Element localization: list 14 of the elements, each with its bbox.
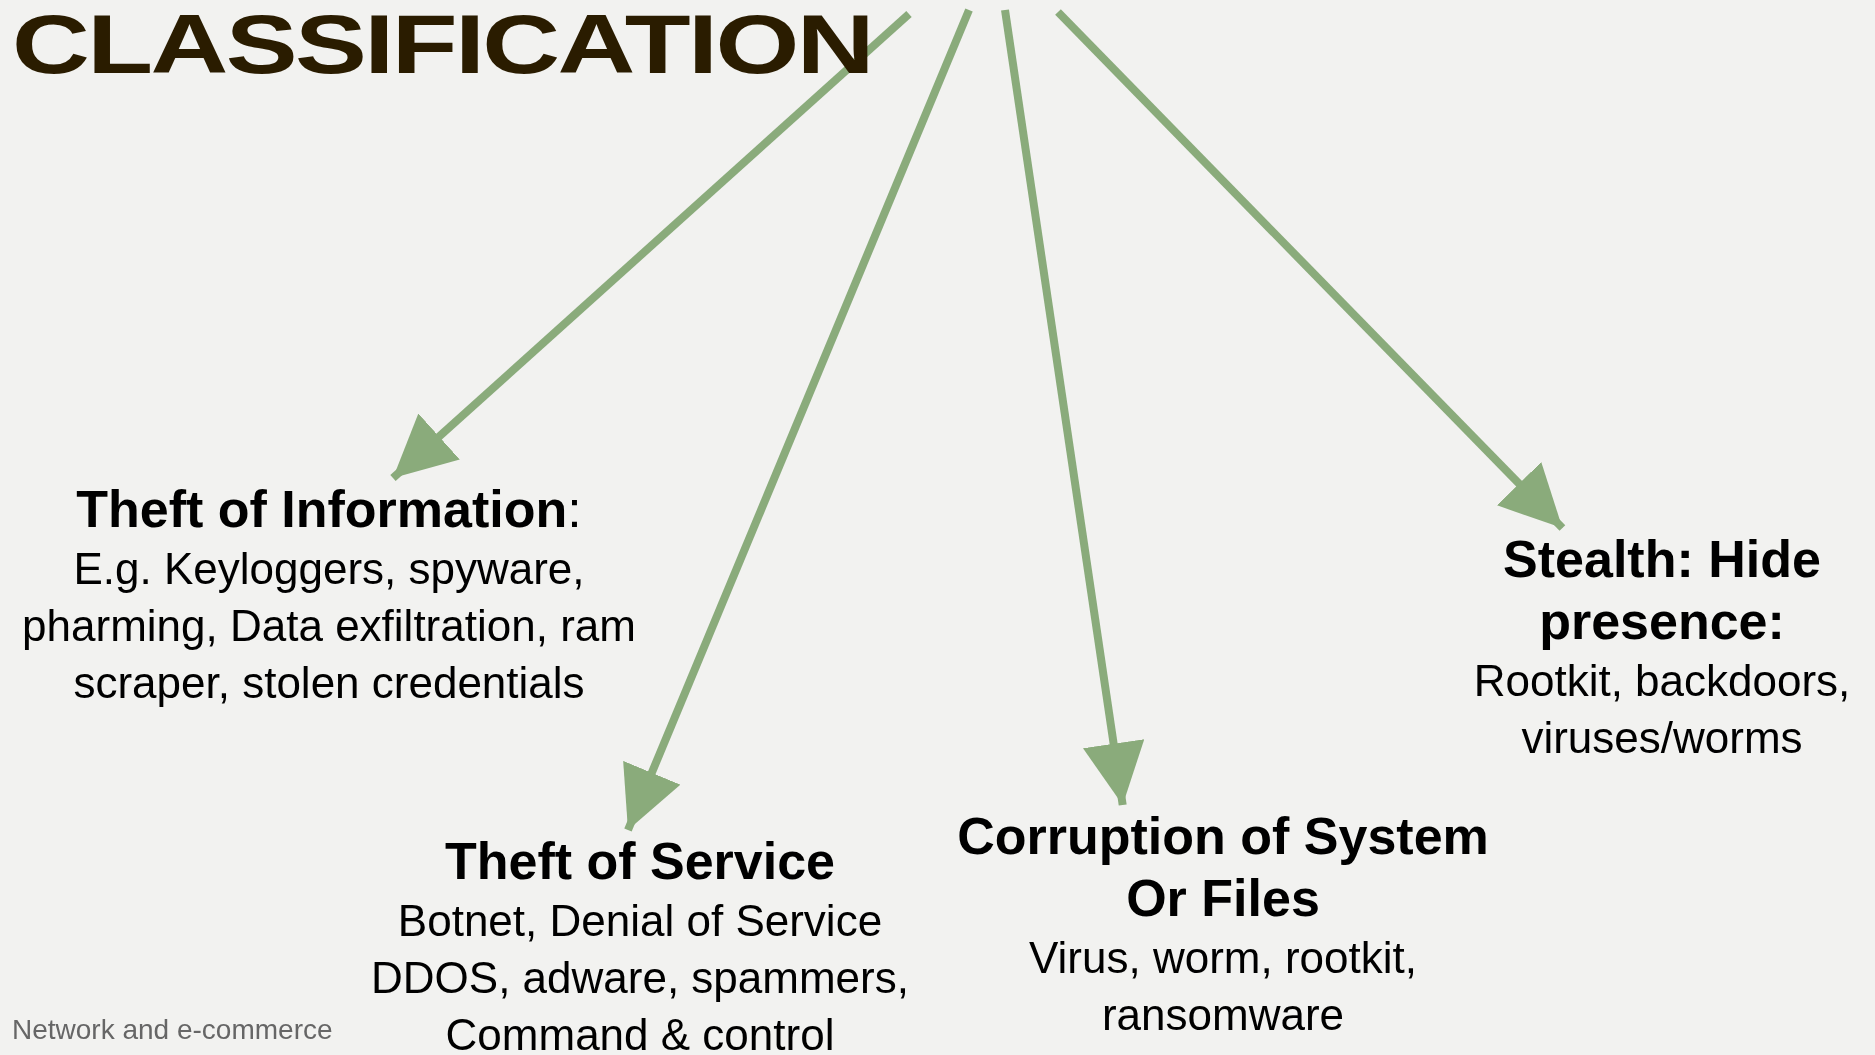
examples-text: E.g. Keyloggers, spyware, pharming, Data exfiltration, ram scraper, stolen credentials <box>21 543 637 709</box>
title: CLASSIFICATION <box>12 2 872 86</box>
category-heading: Stealth: Hide presence: <box>1502 529 1822 652</box>
category-heading: Corruption of System Or Files <box>956 806 1490 929</box>
examples-text: Rootkit, backdoors, viruses/worms <box>1472 655 1852 764</box>
arrow <box>390 11 912 481</box>
category-heading: Theft of Information: <box>75 479 583 540</box>
arrow <box>623 8 973 832</box>
arrow <box>1055 9 1566 531</box>
arrow <box>1001 9 1145 806</box>
examples-text: Virus, worm, rootkit, ransomware <box>1028 932 1418 1041</box>
footer-text: Network and e-commerce <box>12 1014 333 1046</box>
examples-text: Botnet, Denial of Service DDOS, adware, spammers, Command & control <box>370 895 910 1055</box>
category-heading: Theft of Service <box>443 831 837 892</box>
